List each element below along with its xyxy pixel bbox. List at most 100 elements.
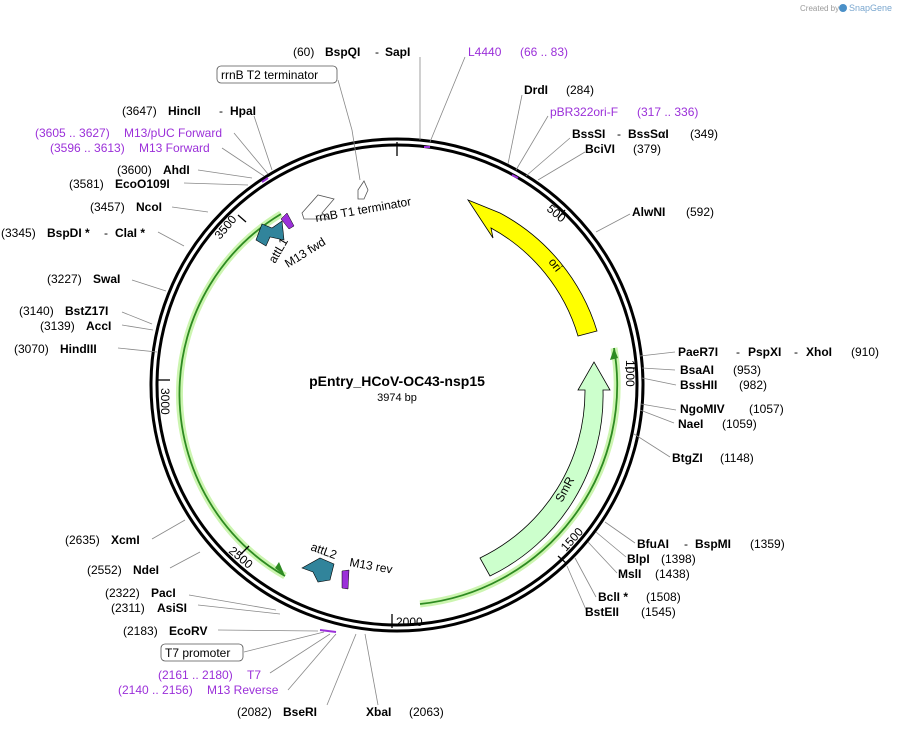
feature-t7-promoter-label: T7 promoter (165, 646, 230, 660)
feature-ori[interactable]: ori (466, 199, 598, 337)
site-name2: BspMI (695, 537, 731, 551)
site-bsaai[interactable]: BsaAI (953) (680, 363, 761, 377)
site-pos: (3070) (14, 342, 49, 356)
map-length: 3974 bp (377, 392, 417, 404)
site-ndei[interactable]: (2552) NdeI (87, 563, 159, 577)
site-blpi[interactable]: BlpI (1398) (627, 552, 696, 566)
primer-m13-reverse[interactable]: (2140 .. 2156) M13 Reverse (118, 683, 279, 697)
tick-label-1000: 1000 (623, 360, 637, 387)
site-name: AlwNI (632, 205, 665, 219)
primer-m13-forward[interactable]: (3596 .. 3613) M13 Forward (50, 141, 210, 155)
primer-pbr322ori-f[interactable]: pBR322ori-F (317 .. 336) (550, 105, 698, 119)
site-name: PaeR7I (678, 345, 718, 359)
site-name: NdeI (133, 563, 159, 577)
site-pos: (3139) (40, 319, 75, 333)
site-pos: (3140) (19, 304, 54, 318)
site-xcmi[interactable]: (2635) XcmI (65, 533, 140, 547)
site-acci[interactable]: (3139) AccI (40, 319, 111, 333)
site-pos: (3345) (1, 226, 36, 240)
site-ncoi[interactable]: (3457) NcoI (90, 200, 162, 214)
primer-name: L4440 (468, 45, 502, 59)
site-name: BstZ17I (65, 304, 108, 318)
site-ecorv[interactable]: (2183) EcoRV (123, 624, 207, 638)
site-name: AccI (86, 319, 111, 333)
insert-arc-right (419, 347, 621, 608)
site-bcivi[interactable]: BciVI (379) (585, 142, 661, 156)
site-name: NaeI (678, 417, 703, 431)
site-pos: (910) (851, 345, 879, 359)
site-pos: (3227) (47, 272, 82, 286)
site-swai[interactable]: (3227) SwaI (47, 272, 120, 286)
site-pos: (1545) (641, 605, 676, 619)
site-name: BstEII (585, 605, 619, 619)
site-bsteii[interactable]: BstEII (1545) (585, 605, 676, 619)
site-sep: - (104, 226, 108, 240)
leader-lines (117, 56, 677, 706)
site-clai[interactable]: (3345) BspDI * - ClaI * (1, 226, 145, 240)
site-ngomiv[interactable]: NgoMIV (1057) (680, 402, 784, 416)
site-bsshii[interactable]: BssHII (982) (680, 378, 767, 392)
site-btgzi[interactable]: BtgZI (1148) (672, 451, 754, 465)
site-drdi[interactable]: DrdI (284) (524, 83, 594, 97)
site-alwni[interactable]: AlwNI (592) (632, 205, 714, 219)
site-paci[interactable]: (2322) PacI (105, 586, 176, 600)
site-naei[interactable]: NaeI (1059) (678, 417, 757, 431)
feature-attl2[interactable]: attL2 M13 rev (301, 540, 394, 590)
site-name2: HpaI (230, 104, 256, 118)
site-sep: - (375, 45, 379, 59)
map-title: pEntry_HCoV-OC43-nsp15 (309, 373, 485, 389)
feature-t7-promoter-box[interactable]: T7 promoter (160, 643, 244, 662)
site-bseri[interactable]: (2082) BseRI (237, 705, 317, 719)
primer-name: T7 (247, 668, 261, 682)
primer-pos: (2140 .. 2156) (118, 683, 193, 697)
site-bstz17i[interactable]: (3140) BstZ17I (19, 304, 108, 318)
primer-name: M13 Reverse (207, 683, 279, 697)
site-xhoi[interactable]: PaeR7I - PspXI - XhoI (910) (678, 345, 879, 359)
site-name: NcoI (136, 200, 162, 214)
site-name: BciVI (585, 142, 615, 156)
site-ecoo109i[interactable]: (3581) EcoO109I (69, 177, 170, 191)
primer-marks (261, 146, 519, 633)
site-hindiii[interactable]: (3070) HindIII (14, 342, 97, 356)
ticks (158, 142, 637, 628)
site-name: HincII (168, 104, 201, 118)
site-name: EcoO109I (115, 177, 170, 191)
site-pos: (2635) (65, 533, 100, 547)
feature-rrnb-t2-box[interactable]: rrnB T2 terminator (216, 65, 338, 84)
primer-pos: (66 .. 83) (520, 45, 568, 59)
site-xbai[interactable]: XbaI (2063) (366, 705, 444, 719)
primer-l4440[interactable]: L4440 (66 .. 83) (468, 45, 568, 59)
site-pos: (2063) (409, 705, 444, 719)
feature-rrnb-t2-label: rrnB T2 terminator (221, 68, 318, 82)
site-pos: (953) (733, 363, 761, 377)
site-name2: BssSαI (628, 127, 669, 141)
site-pos: (1438) (655, 567, 690, 581)
site-name: BspDI * (47, 226, 90, 240)
site-name: BspQI (325, 45, 360, 59)
primer-t7[interactable]: (2161 .. 2180) T7 (158, 668, 261, 682)
snapgene-logo-icon (839, 4, 847, 12)
feature-rrnb-t1[interactable]: rrnB T1 terminator (301, 180, 412, 225)
site-bsssi[interactable]: BssSI - BssSαI (349) (572, 127, 718, 141)
site-bfuai[interactable]: BfuAI - BspMI (1359) (637, 537, 785, 551)
site-bspqi-sapi[interactable]: (60) BspQI - SapI (293, 45, 410, 59)
site-ahdi[interactable]: (3600) AhdI (117, 163, 190, 177)
site-pos: (3581) (69, 177, 104, 191)
site-pos: (2322) (105, 586, 140, 600)
site-name: SwaI (93, 272, 120, 286)
site-pos: (592) (686, 205, 714, 219)
site-sep2: - (794, 345, 798, 359)
site-pos: (3647) (122, 104, 157, 118)
feature-smr[interactable]: SmR (479, 361, 611, 577)
site-bcli[interactable]: BclI * (1508) (598, 590, 681, 604)
site-sep: - (684, 537, 688, 551)
site-asisi[interactable]: (2311) AsiSI (111, 601, 187, 615)
site-hpai[interactable]: (3647) HincII - HpaI (122, 104, 256, 118)
site-pos: (1359) (750, 537, 785, 551)
site-pos: (2311) (111, 601, 145, 615)
feature-m13rev-label: M13 rev (348, 555, 393, 576)
primer-m13-puc-forward[interactable]: (3605 .. 3627) M13/pUC Forward (35, 126, 222, 140)
site-pos: (379) (633, 142, 661, 156)
site-msli[interactable]: MslI (1438) (618, 567, 690, 581)
